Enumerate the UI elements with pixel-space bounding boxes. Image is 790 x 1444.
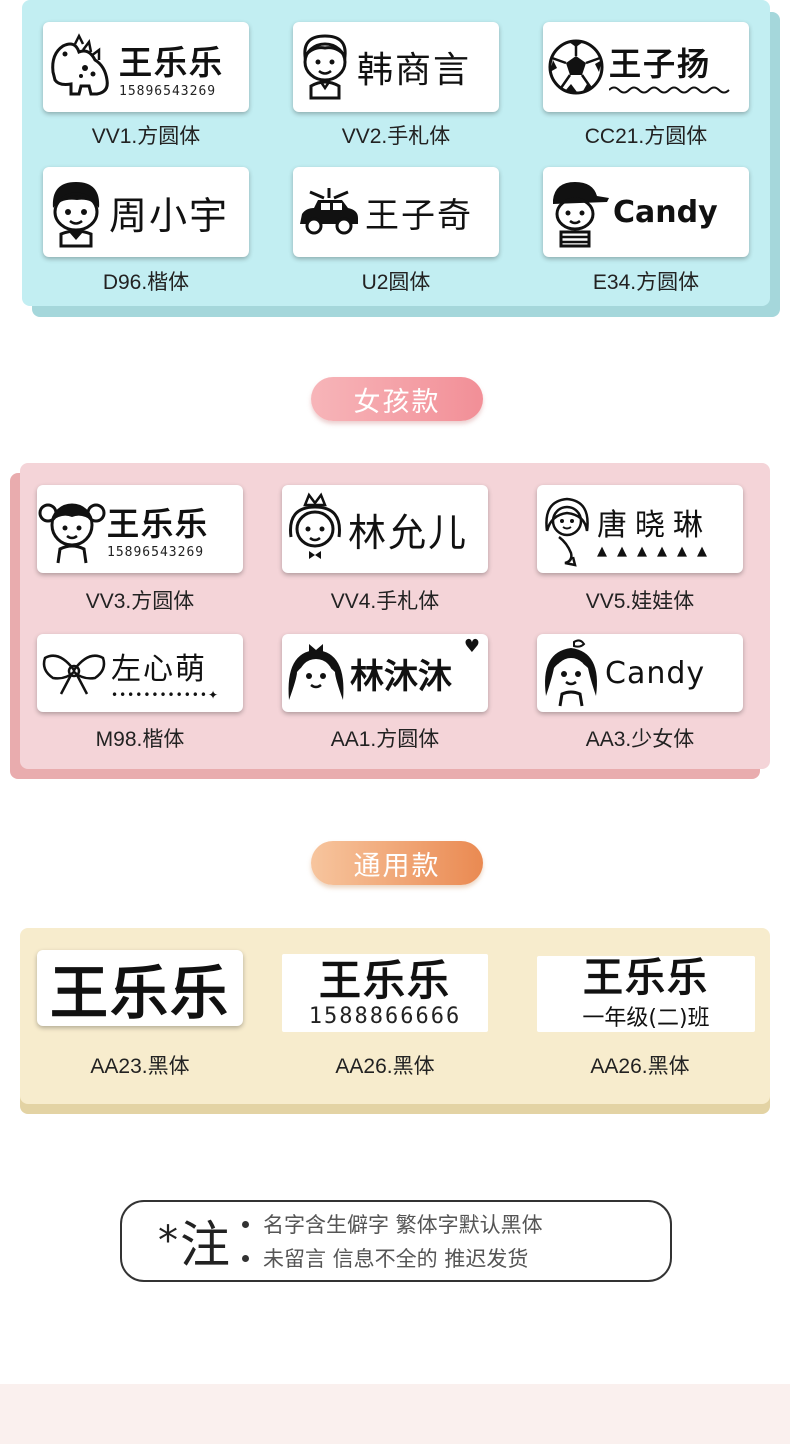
girl-pigtails-icon: [37, 493, 107, 565]
stamp-caption: VV2.手札体: [341, 125, 451, 148]
mermaid-icon: [537, 491, 597, 567]
stamp-name: 王乐乐: [107, 504, 210, 543]
stamp-name: 周小宇: [109, 193, 230, 238]
stamp-card-aa26-class[interactable]: 王乐乐 一年级(二)班: [537, 956, 755, 1032]
common-section-title: 通用款: [311, 841, 483, 885]
car-icon: [293, 184, 365, 240]
soccer-ball-icon: [543, 38, 609, 96]
stamp-sub: 1588866666: [308, 1003, 462, 1029]
note-box: * 注 名字含生僻字 繁体字默认黑体 未留言 信息不全的 推迟发货: [120, 1200, 672, 1282]
stamp-card-aa3[interactable]: Candy: [537, 634, 743, 712]
stamp-name: 王乐乐: [119, 42, 224, 82]
stamp-caption: VV1.方圆体: [91, 125, 201, 148]
note-text: 名字含生僻字 繁体字默认黑体: [263, 1213, 543, 1237]
boy-cap-icon: [543, 176, 613, 248]
stamp-name: 王子奇: [365, 195, 473, 236]
stamp-caption: AA26.黑体: [590, 1055, 690, 1078]
bullet-icon: [242, 1254, 249, 1262]
girl-hair-icon: [537, 638, 605, 708]
dinosaur-icon: [43, 32, 119, 102]
stamp-phone: 15896543269: [107, 544, 205, 560]
heart-icon: ♥: [463, 636, 480, 657]
boy-face-icon: [293, 30, 357, 104]
stamp-card-u2[interactable]: 王子奇: [293, 167, 499, 257]
stamp-caption: AA26.黑体: [335, 1055, 435, 1078]
stamp-caption: AA23.黑体: [90, 1055, 190, 1078]
stamp-card-vv3[interactable]: 王乐乐 15896543269: [37, 485, 243, 573]
girl-panel: 王乐乐 15896543269 VV3.方圆体 林允儿 VV4.手札体: [20, 463, 770, 769]
bow-icon: [37, 648, 111, 698]
stamp-name: 林允儿: [348, 510, 469, 555]
note-line-1: 名字含生僻字 繁体字默认黑体: [242, 1209, 543, 1239]
stamp-card-cc21[interactable]: 王子扬: [543, 22, 749, 112]
stamp-card-aa23[interactable]: 王乐乐: [37, 950, 243, 1026]
stamp-name: 王乐乐: [583, 956, 709, 1001]
stamp-card-vv1[interactable]: 王乐乐 15896543269: [43, 22, 249, 112]
note-line-2: 未留言 信息不全的 推迟发货: [242, 1243, 543, 1273]
stamp-phone: 15896543269: [119, 83, 217, 99]
girl-section-title: 女孩款: [311, 377, 483, 421]
stamp-card-vv5[interactable]: 唐晓琳 ▲▲▲▲▲▲: [537, 485, 743, 573]
plant-decoration-icon: ▲▲▲▲▲▲: [597, 543, 717, 559]
stamp-name: 唐晓琳: [597, 507, 711, 543]
wave-decoration-icon: [609, 86, 730, 94]
stamp-name: Candy: [605, 655, 706, 691]
princess-icon: [282, 491, 348, 567]
stamp-sub: 一年级(二)班: [582, 1006, 710, 1031]
stamp-caption: D96.楷体: [102, 271, 190, 294]
stamp-name: 左心萌: [111, 652, 207, 687]
note-text: 未留言 信息不全的 推迟发货: [263, 1247, 529, 1271]
girl-bow-icon: [282, 638, 350, 708]
stamp-name: 韩商言: [357, 50, 472, 91]
boy-head-icon: [43, 176, 109, 248]
stamp-caption: VV4.手札体: [330, 590, 440, 613]
stamp-card-aa1[interactable]: 林沐沐 ♥: [282, 634, 488, 712]
footer-strip: [0, 1384, 790, 1444]
stamp-card-vv4[interactable]: 林允儿: [282, 485, 488, 573]
common-panel: 王乐乐 AA23.黑体 王乐乐 1588866666 AA26.黑体 王乐乐 一…: [20, 928, 770, 1104]
note-star: *: [158, 1218, 178, 1264]
stamp-name: 林沐沐: [350, 656, 452, 697]
bullet-icon: [242, 1220, 249, 1228]
stamp-card-vv2[interactable]: 韩商言: [293, 22, 499, 112]
stamp-caption: M98.楷体: [95, 728, 185, 751]
stamp-caption: CC21.方圆体: [584, 125, 708, 148]
stamp-card-m98[interactable]: 左心萌 ••••••••••••✦: [37, 634, 243, 712]
stamp-card-d96[interactable]: 周小宇: [43, 167, 249, 257]
note-label: 注: [180, 1216, 230, 1274]
stamp-caption: E34.方圆体: [592, 271, 700, 294]
stamp-caption: AA3.少女体: [585, 728, 695, 751]
stamp-card-e34[interactable]: Candy: [543, 167, 749, 257]
stamp-caption: U2圆体: [361, 271, 431, 294]
dotted-decoration-icon: ••••••••••••✦: [111, 688, 219, 702]
boy-panel: 王乐乐 15896543269 VV1.方圆体 韩商言 VV2.手札体: [22, 0, 770, 306]
stamp-caption: VV3.方圆体: [85, 590, 195, 613]
stamp-caption: AA1.方圆体: [330, 728, 440, 751]
stamp-name: 王乐乐: [318, 955, 451, 1005]
stamp-name: Candy: [613, 194, 718, 230]
stamp-name: 王子扬: [609, 45, 712, 83]
stamp-card-aa26-phone[interactable]: 王乐乐 1588866666: [282, 954, 488, 1032]
stamp-name: 王乐乐: [49, 959, 230, 1026]
stamp-caption: VV5.娃娃体: [585, 590, 695, 613]
